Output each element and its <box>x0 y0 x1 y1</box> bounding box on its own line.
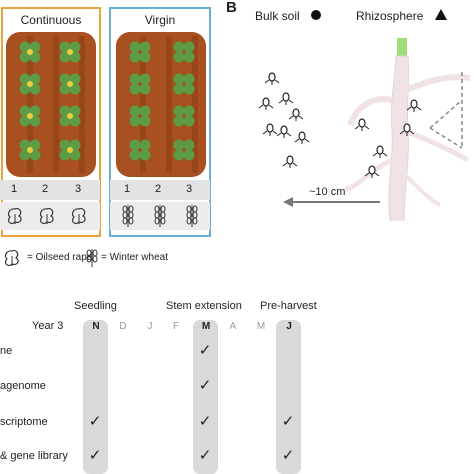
check-row3-m: ✓ <box>198 413 212 430</box>
oilseed-plant <box>59 139 81 161</box>
wheat-icon <box>122 205 134 227</box>
check-row4-j: ✓ <box>281 447 295 464</box>
stage-stem-extension: Stem extension <box>166 300 242 312</box>
wheat-icon <box>154 205 166 227</box>
row-label-3: scriptome <box>0 416 48 428</box>
wheat-icon <box>186 205 198 227</box>
continuous-title: Continuous <box>20 13 82 27</box>
wheat-plant <box>129 139 151 161</box>
month-j2: J <box>286 321 292 332</box>
month-m: M <box>201 321 211 332</box>
row-label-4: & gene library <box>0 450 68 462</box>
panel-b-letter: B <box>226 0 237 16</box>
row-label-1: ne <box>0 345 13 357</box>
virgin-number-3: 3 <box>186 183 193 195</box>
microbe-icon <box>406 99 422 112</box>
wheat-plant <box>129 41 151 63</box>
distance-arrow <box>283 197 380 207</box>
microbe-icon <box>278 92 294 105</box>
wheat-plant <box>129 105 151 127</box>
distance-label: ~10 cm <box>309 186 346 198</box>
wheat-plant <box>173 105 195 127</box>
microbe-icon <box>276 125 292 138</box>
oilseed-plant <box>59 105 81 127</box>
month-f: F <box>172 321 180 332</box>
wheat-plant <box>173 139 195 161</box>
continuous-number-2: 2 <box>42 183 49 195</box>
column-j <box>276 320 301 474</box>
stage-pre-harvest: Pre-harvest <box>260 300 317 312</box>
check-row3-n: ✓ <box>88 413 102 430</box>
wheat-plant <box>129 73 151 95</box>
continuous-number-3: 3 <box>75 183 82 195</box>
oilseed-plant <box>19 139 41 161</box>
microbe-icon <box>282 155 298 168</box>
bulk-soil-symbol <box>311 10 321 20</box>
rhizosphere-label: Rhizosphere <box>356 9 424 23</box>
stage-seedling: Seedling <box>74 300 117 312</box>
check-row4-m: ✓ <box>198 447 212 464</box>
continuous-plot <box>6 32 96 177</box>
microbe-icon <box>399 123 415 136</box>
oilseed-plant <box>59 73 81 95</box>
oilseed-plant <box>19 73 41 95</box>
microbe-icon <box>354 118 370 131</box>
wheat-plant <box>173 73 195 95</box>
oilseed-legend-icon <box>4 249 19 267</box>
month-n: N <box>92 321 100 332</box>
virgin-number-strip <box>110 180 210 200</box>
microbe-icon <box>258 97 274 110</box>
virgin-frame <box>109 7 211 237</box>
column-m <box>193 320 218 474</box>
rhizosphere-symbol <box>435 9 447 20</box>
month-m2: M <box>256 321 266 332</box>
continuous-number-strip <box>0 180 100 200</box>
microbe-icon <box>372 145 388 158</box>
month-a: A <box>229 321 237 332</box>
legend-wheat-label: = Winter wheat <box>101 252 168 263</box>
virgin-number-2: 2 <box>155 183 162 195</box>
microbe-icon <box>288 108 304 121</box>
month-j: J <box>147 321 153 332</box>
virgin-number-1: 1 <box>124 183 131 195</box>
virgin-title: Virgin <box>144 13 176 27</box>
column-n <box>83 320 108 474</box>
oilseed-icon <box>71 207 86 225</box>
year-label: Year 3 <box>32 320 64 332</box>
oilseed-plant <box>19 105 41 127</box>
oilseed-plant <box>19 41 41 63</box>
oilseed-icon <box>39 207 54 225</box>
check-row1-m: ✓ <box>198 342 212 359</box>
zoom-indicator <box>429 72 463 149</box>
wheat-plant <box>173 41 195 63</box>
oilseed-plant <box>59 41 81 63</box>
bulk-soil-label: Bulk soil <box>255 9 300 23</box>
wheat-legend-icon <box>86 249 98 267</box>
check-row4-n: ✓ <box>88 447 102 464</box>
month-d: D <box>119 321 127 332</box>
virgin-plot <box>116 32 206 177</box>
oilseed-icon <box>7 207 22 225</box>
continuous-number-1: 1 <box>11 183 18 195</box>
check-row2-m: ✓ <box>198 377 212 394</box>
check-row3-j: ✓ <box>281 413 295 430</box>
continuous-frame <box>1 7 101 237</box>
microbe-icon <box>364 165 380 178</box>
root-system <box>344 38 471 221</box>
legend-oilseed-label: = Oilseed rape <box>27 252 93 263</box>
row-label-2: agenome <box>0 380 46 392</box>
microbe-icon <box>262 123 278 136</box>
microbe-icon <box>294 131 310 144</box>
microbe-icon <box>264 72 280 85</box>
